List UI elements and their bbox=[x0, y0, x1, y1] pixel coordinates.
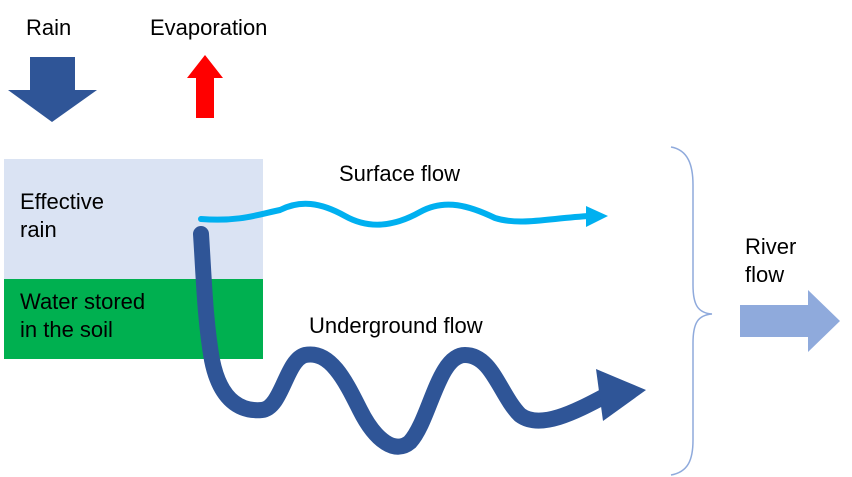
curly-brace bbox=[670, 146, 713, 476]
surface-flow-arrowhead bbox=[586, 206, 608, 227]
surface-flow-label: Surface flow bbox=[339, 161, 461, 186]
underground-flow-arrowhead bbox=[596, 369, 646, 421]
soil-water-box bbox=[4, 279, 263, 359]
underground-flow-line bbox=[193, 226, 613, 455]
surface-flow-line bbox=[198, 200, 593, 228]
rain-arrow bbox=[8, 57, 97, 122]
underground-flow-label: Underground flow bbox=[309, 313, 483, 338]
river-flow-label: River flow bbox=[745, 234, 797, 288]
river-flow-arrow bbox=[740, 290, 840, 352]
soil-water-label: Water stored in the soil bbox=[20, 289, 146, 343]
evaporation-arrow bbox=[187, 55, 223, 118]
evaporation-label: Evaporation bbox=[150, 15, 268, 40]
effective-rain-label: Effective rain bbox=[20, 189, 104, 243]
rain-label: Rain bbox=[26, 15, 72, 40]
